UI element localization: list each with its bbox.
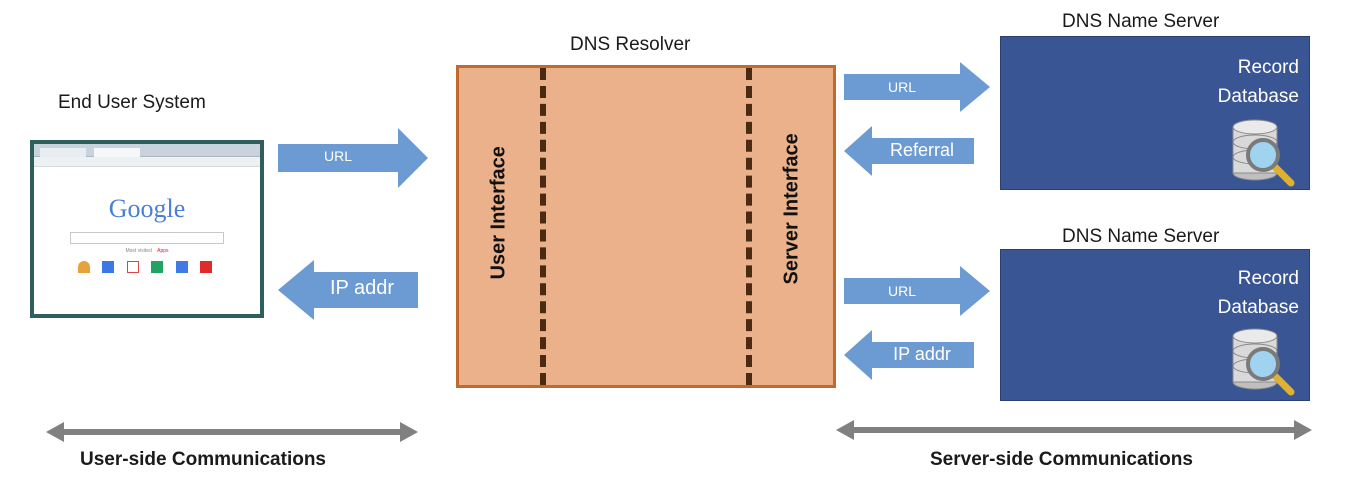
name-server-2-title: DNS Name Server (1062, 226, 1220, 247)
name-server-2-database: Database (1217, 297, 1299, 318)
server-side-label: Server-side Communications (930, 449, 1193, 470)
name-server-2-record: Record (1237, 268, 1299, 289)
user-side-label: User-side Communications (80, 449, 326, 470)
ns2-ip-label: IP addr (893, 344, 951, 364)
ns2-url-arrow (844, 266, 990, 316)
ns2-ip-arrow (844, 330, 974, 380)
browser-search-box (70, 232, 224, 244)
name-server-1-database: Database (1217, 86, 1299, 107)
name-server-1-record: Record (1237, 57, 1299, 78)
browser-address-bar (34, 157, 260, 167)
name-server-2-box: Record Database (1000, 249, 1310, 401)
ns1-referral-label: Referral (889, 140, 955, 160)
ns1-url-arrow (844, 62, 990, 112)
resolver-title: DNS Resolver (570, 34, 691, 55)
user-ip-label: IP addr (329, 277, 395, 299)
browser-link-most-visited: Most visited (125, 248, 152, 254)
user-interface-label: User Interface (487, 146, 510, 280)
user-side-double-arrow (46, 422, 418, 442)
browser-tabs (34, 144, 260, 157)
database-search-icon (1232, 328, 1295, 396)
ns1-url-label: URL (887, 79, 916, 95)
ns1-referral-arrow (844, 126, 974, 176)
browser-window: Google Most visited Apps (30, 140, 264, 318)
name-server-1-title: DNS Name Server (1062, 11, 1220, 32)
user-interface-divider (540, 68, 546, 385)
name-server-1-box: Record Database (1000, 36, 1310, 190)
server-side-double-arrow (836, 420, 1312, 440)
server-interface-divider (746, 68, 752, 385)
database-search-icon (1232, 119, 1295, 187)
user-url-arrow (278, 128, 428, 188)
browser-logo: Google (108, 194, 186, 223)
end-user-title: End User System (58, 92, 206, 113)
ns2-url-label: URL (887, 283, 916, 299)
browser-link-apps: Apps (157, 248, 169, 254)
dns-resolver-box: User Interface Server Interface (456, 65, 836, 388)
server-interface-label: Server Interface (780, 133, 803, 285)
user-url-label: URL (323, 148, 352, 164)
user-ip-arrow (278, 260, 418, 320)
browser-app-icons (78, 260, 213, 278)
